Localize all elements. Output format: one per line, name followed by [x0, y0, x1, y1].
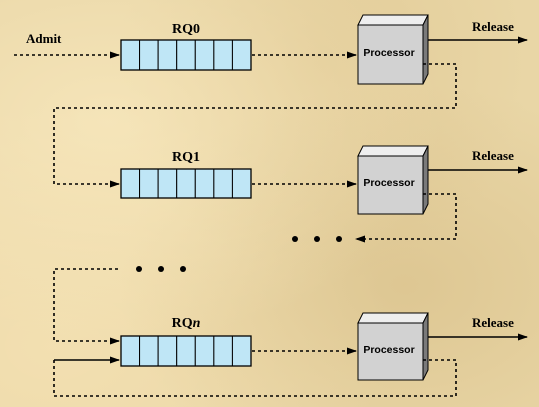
- release-2-label: Release: [472, 148, 514, 163]
- processor-1-label: Processor: [363, 47, 414, 59]
- queue-outline: [120, 39, 252, 71]
- queue-cell: [157, 168, 178, 199]
- queue-cell: [213, 335, 233, 367]
- queue-cells-rqn: [120, 335, 252, 367]
- queue-cell: [139, 168, 159, 199]
- processor-1-front: [357, 24, 424, 85]
- processor-3-label: Processor: [363, 344, 414, 356]
- queue-cell: [139, 39, 159, 71]
- queue-cell: [139, 335, 159, 367]
- queue-cell: [157, 335, 178, 367]
- processor-2-label: Processor: [363, 177, 414, 189]
- processor-1-top: [357, 14, 429, 26]
- processor-2-top: [357, 145, 429, 157]
- queue-cell: [176, 168, 196, 199]
- processor-3-front: [357, 322, 424, 381]
- queue-rqn: RQn: [120, 316, 252, 367]
- queue-cell: [194, 335, 215, 367]
- processor-3-side: [422, 312, 429, 381]
- queue-cell: [120, 335, 141, 367]
- feedback-path-3: [53, 268, 120, 345]
- processor-1-side: [422, 14, 429, 85]
- queue-cell: [176, 335, 196, 367]
- queue-cell: [194, 168, 215, 199]
- feedback-path-1: [53, 63, 457, 188]
- queue-cell: [120, 39, 141, 71]
- queue-rq1: RQ1: [120, 150, 252, 199]
- queue-label-rq1: RQ1: [172, 150, 200, 165]
- queue-cell: [231, 39, 252, 71]
- queue-label-rq0: RQ0: [172, 22, 200, 37]
- queue-cell: [194, 39, 215, 71]
- queue-rq0: RQ0: [120, 22, 252, 71]
- release-1-label: Release: [472, 19, 514, 34]
- processor-3: Processor: [357, 312, 429, 381]
- feedback-path-4: [53, 359, 457, 397]
- queue-outline: [120, 335, 252, 367]
- queue-cells-rq1: [120, 168, 252, 199]
- admit-label: Admit: [26, 31, 62, 46]
- queue-cell: [231, 168, 252, 199]
- processor-3-top: [357, 312, 429, 324]
- queue-cell: [120, 168, 141, 199]
- queue-cell: [157, 39, 178, 71]
- queue-outline: [120, 168, 252, 199]
- processor-2-front: [357, 155, 424, 215]
- queue-cell: [176, 39, 196, 71]
- ellipsis-lower: [136, 266, 186, 272]
- feedback-path-2: [355, 193, 457, 243]
- release-3-label: Release: [472, 315, 514, 330]
- queue-cells-rq0: [120, 39, 252, 71]
- queue-cell: [231, 335, 252, 367]
- ellipsis-upper: [292, 236, 342, 242]
- queue-cell: [213, 39, 233, 71]
- processor-1: Processor: [357, 14, 429, 85]
- queue-cell: [213, 168, 233, 199]
- processor-2: Processor: [357, 145, 429, 215]
- processor-2-side: [422, 145, 429, 215]
- queue-label-rqn: RQn: [172, 316, 201, 331]
